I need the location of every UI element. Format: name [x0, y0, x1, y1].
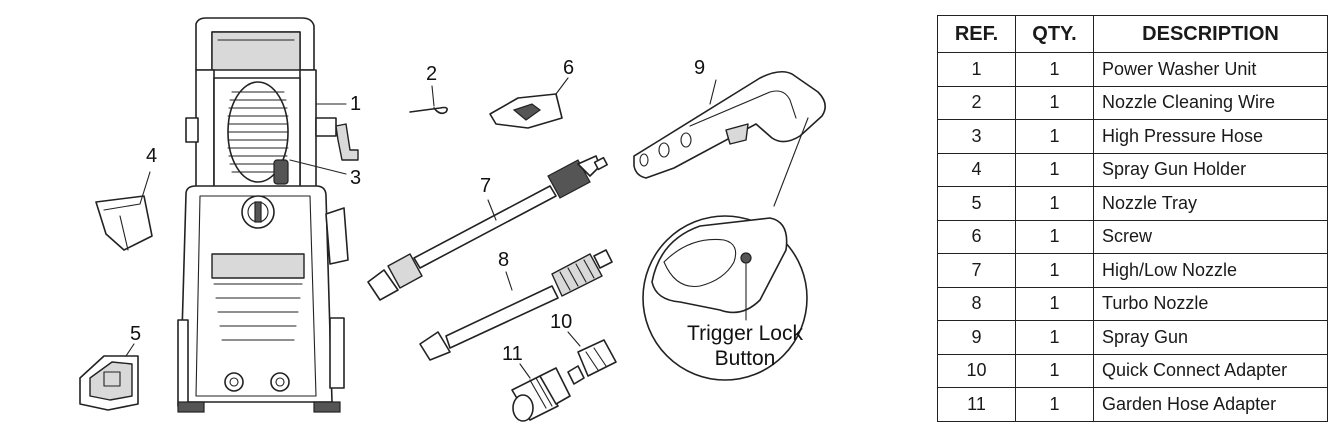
label-2: 2 — [426, 63, 437, 85]
cell-description: High Pressure Hose — [1093, 119, 1328, 154]
quick-connect-adapter-drawing — [567, 331, 617, 385]
cell-qty: 1 — [1015, 219, 1094, 254]
cell-qty: 1 — [1015, 253, 1094, 288]
cell-ref: 3 — [937, 119, 1016, 154]
cell-qty: 1 — [1015, 320, 1094, 355]
cell-qty: 1 — [1015, 52, 1094, 87]
garden-hose-adapter-drawing — [511, 363, 571, 422]
cell-ref: 5 — [937, 186, 1016, 221]
label-6: 6 — [563, 57, 574, 79]
cell-description: Spray Gun — [1093, 320, 1328, 355]
callout-text-line2: Button — [715, 347, 776, 370]
turbo-nozzle-drawing — [419, 249, 613, 361]
header-qty: QTY. — [1015, 15, 1094, 53]
cell-qty: 1 — [1015, 387, 1094, 422]
cell-ref: 6 — [937, 219, 1016, 254]
cell-description: High/Low Nozzle — [1093, 253, 1328, 288]
cell-ref: 9 — [937, 320, 1016, 355]
cell-qty: 1 — [1015, 119, 1094, 154]
cell-description: Screw — [1093, 219, 1328, 254]
callout-text-line1: Trigger Lock — [687, 322, 803, 345]
cell-description: Garden Hose Adapter — [1093, 387, 1328, 422]
cell-qty: 1 — [1015, 353, 1094, 388]
label-9: 9 — [694, 57, 705, 79]
cell-ref: 4 — [937, 152, 1016, 187]
cell-qty: 1 — [1015, 152, 1094, 187]
label-3: 3 — [350, 167, 361, 189]
table-header-row: REF. QTY. DESCRIPTION — [937, 15, 1328, 53]
cell-ref: 1 — [937, 52, 1016, 87]
cell-description: Quick Connect Adapter — [1093, 353, 1328, 388]
parts-diagram: 1 2 3 4 5 6 7 8 9 10 11 Trigger Lock But… — [79, 17, 826, 422]
nozzle-cleaning-wire-drawing — [409, 106, 448, 115]
cell-qty: 1 — [1015, 186, 1094, 221]
label-4: 4 — [146, 145, 157, 167]
cell-ref: 7 — [937, 253, 1016, 288]
label-5: 5 — [130, 323, 141, 345]
cell-ref: 10 — [937, 353, 1016, 388]
cell-ref: 2 — [937, 85, 1016, 120]
cell-description: Nozzle Cleaning Wire — [1093, 85, 1328, 120]
label-8: 8 — [498, 249, 509, 271]
label-10: 10 — [550, 311, 572, 333]
cell-description: Spray Gun Holder — [1093, 152, 1328, 187]
cell-description: Nozzle Tray — [1093, 186, 1328, 221]
cell-ref: 8 — [937, 286, 1016, 321]
cell-qty: 1 — [1015, 85, 1094, 120]
cell-description: Turbo Nozzle — [1093, 286, 1328, 321]
label-7: 7 — [480, 175, 491, 197]
header-ref: REF. — [937, 15, 1016, 53]
trigger-lock-callout — [642, 215, 808, 381]
nozzle-tray-drawing — [79, 343, 139, 411]
label-1: 1 — [350, 93, 361, 115]
label-11: 11 — [502, 343, 523, 365]
high-low-nozzle-drawing — [367, 155, 608, 301]
cell-qty: 1 — [1015, 286, 1094, 321]
power-washer-unit-drawing — [177, 17, 359, 413]
cell-ref: 11 — [937, 387, 1016, 422]
cell-description: Power Washer Unit — [1093, 52, 1328, 87]
spray-gun-drawing — [633, 70, 826, 207]
screw-bag-drawing — [489, 77, 569, 129]
header-description: DESCRIPTION — [1093, 15, 1328, 53]
spray-gun-holder-drawing — [95, 171, 153, 251]
